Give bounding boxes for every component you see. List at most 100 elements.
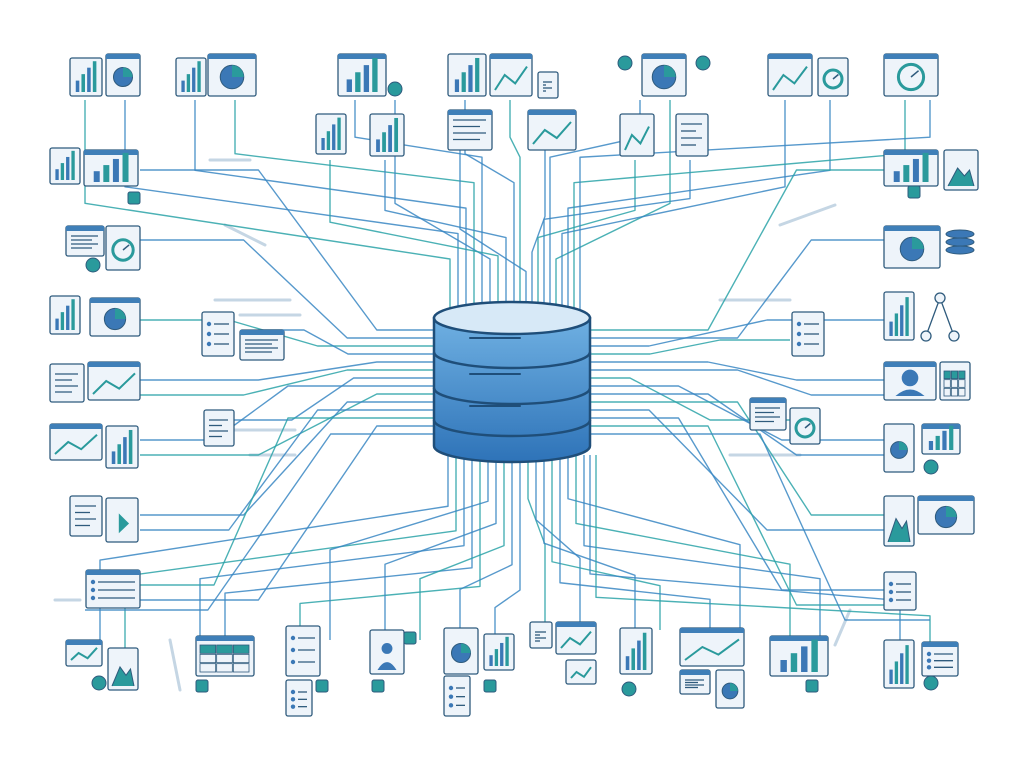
bar-chart-icon [83,149,139,187]
connection-line [561,100,786,312]
document-icon [679,669,711,695]
connection-line [590,319,885,347]
document-icon [749,397,787,431]
gauge-icon [789,407,821,445]
pie-chart-icon [641,53,687,97]
list-icon [791,311,825,357]
status-square-icon [483,679,497,693]
status-square-icon [805,679,819,693]
gauge-icon [883,53,939,97]
connection-line [579,100,931,312]
connection-line [494,455,521,640]
connection-line [230,377,436,421]
bar-chart-icon [175,57,207,97]
document-icon [69,495,103,537]
connection-line [537,160,636,312]
document-icon [203,409,235,447]
database-band [432,387,592,406]
connection-line [567,100,831,312]
connection-line [590,409,885,531]
list-icon [883,571,917,611]
line-chart-icon [49,423,103,461]
connection-line [354,100,483,312]
connection-line [590,369,885,396]
connection-line [543,160,691,312]
connection-line [140,361,436,381]
image-icon [107,647,139,691]
database-body [432,316,592,464]
document-icon [529,621,553,649]
connection-line [140,401,436,516]
line-chart-icon [87,361,141,401]
connection-line [595,455,931,650]
line-chart-icon [527,109,577,151]
status-dot-icon [387,81,403,97]
pie-chart-icon [207,53,257,97]
status-square-icon [315,679,329,693]
central-database [432,300,592,464]
database-band [432,351,592,370]
document-icon [675,113,709,157]
line-chart-icon [65,639,103,667]
bar-chart-icon [49,147,81,185]
bar-chart-icon [49,295,81,335]
list-icon [443,675,471,717]
connection-line [459,150,527,312]
status-dot-icon [923,459,939,475]
status-square-icon [195,679,209,693]
connection-line [590,385,885,441]
connection-line [299,455,481,635]
pie-chart-icon [443,627,479,675]
bar-chart-icon [619,627,653,675]
connection-line [140,417,436,586]
gauge-icon [817,57,849,97]
connection-line [590,169,885,331]
connection-line [590,425,885,606]
document-icon [49,363,85,403]
status-square-icon [907,185,921,199]
connection-line [590,361,885,381]
connection-line [99,455,449,660]
connection-line [590,239,885,339]
video-icon [105,497,139,543]
connection-line [140,385,436,441]
status-dot-icon [617,55,633,71]
decor-dash [833,608,852,647]
connection-line [459,455,513,635]
connection-line [124,100,459,312]
connection-line [224,455,473,640]
connection-line [509,100,521,312]
line-chart-icon [489,53,533,97]
connection-line [140,409,436,531]
connection-line [551,455,661,630]
document-icon [537,71,559,99]
connection-line [527,455,546,630]
bar-chart-icon [883,149,939,187]
status-square-icon [371,679,385,693]
user-profile-icon [883,361,937,401]
connection-line [234,100,475,312]
connection-line [590,417,885,591]
decor-dash [168,638,182,692]
pie-chart-icon [917,495,975,535]
connection-line [329,455,489,640]
line-chart-icon [565,659,597,685]
list-icon [921,641,959,677]
bar-chart-icon [69,57,103,97]
data-nodes [49,53,979,717]
bar-chart-icon [337,53,387,97]
status-dot-icon [85,257,101,273]
image-icon [943,149,979,191]
connection-line [329,160,499,312]
connection-line [140,169,436,331]
connection-line [85,433,436,611]
bar-chart-icon [369,113,405,157]
connection-line [419,455,505,640]
connection-line [575,455,791,640]
bar-chart-icon [483,633,515,671]
database-band [432,419,592,438]
connection-line [384,160,507,312]
connection-line [589,455,901,650]
list-icon [285,625,321,677]
connection-line [140,369,436,396]
